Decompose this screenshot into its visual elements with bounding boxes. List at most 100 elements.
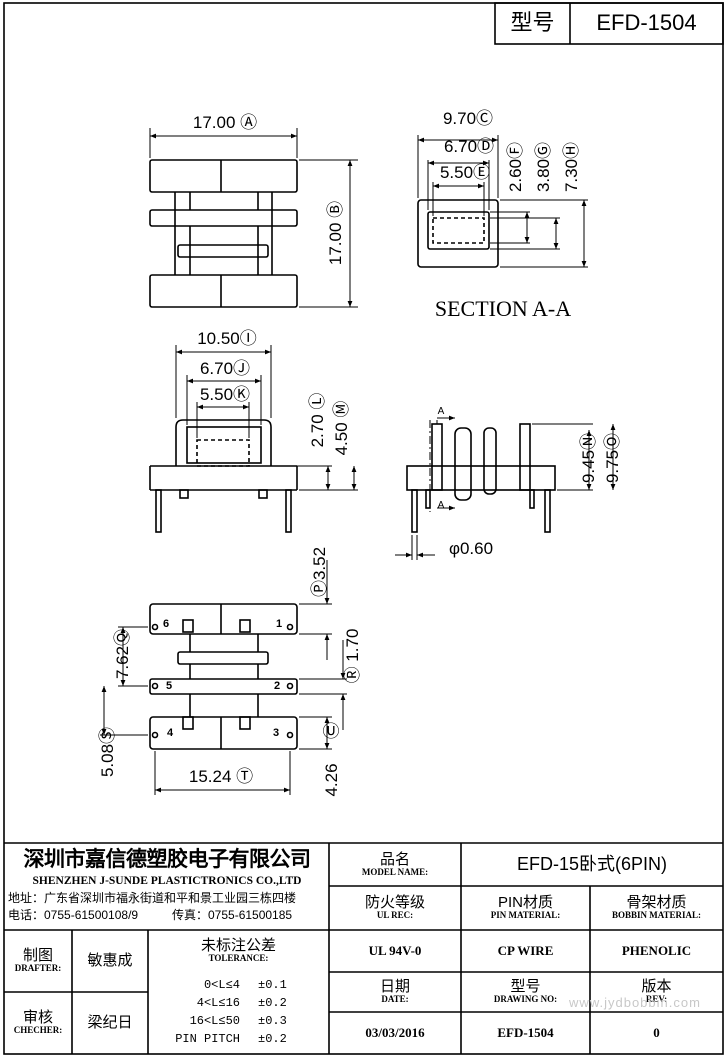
ul-cn: 防火等级 xyxy=(364,893,425,911)
model-name-en: MODEL NAME: xyxy=(361,867,429,878)
rev-en: REV: xyxy=(645,994,668,1005)
date-cn: 日期 xyxy=(379,977,410,995)
tolerance-range-3: 16<L≤50 xyxy=(189,1014,240,1028)
tolerance-value-4: ±0.2 xyxy=(258,1032,287,1046)
tolerance-label: 未标注公差 TOLERANCE: xyxy=(148,934,329,968)
drawing-no-label: 型号 DRAWING NO: xyxy=(461,974,590,1010)
dim-label-u-marker: Ⓤ xyxy=(322,721,340,741)
dim-label-b: 17.00 Ⓑ xyxy=(325,200,345,266)
company-fax: 传真：0755-61500185 xyxy=(172,908,293,923)
tolerance-value-3: ±0.3 xyxy=(258,1014,287,1028)
section-title: SECTION A-A xyxy=(434,295,572,321)
pin-label-6: 6 xyxy=(162,617,170,630)
tolerance-value-1: ±0.1 xyxy=(258,978,287,992)
date-value: 03/03/2016 xyxy=(365,1024,425,1040)
drawing-no-cn: 型号 xyxy=(510,977,541,995)
section-marker-bottom: A xyxy=(437,499,445,511)
pin-material-label: PIN材质 PIN MATERIAL: xyxy=(461,888,590,928)
bobbin-material-en: BOBBIN MATERIAL: xyxy=(611,910,702,921)
bottom-view-dims xyxy=(100,560,347,795)
checker-en: CHECHER: xyxy=(13,1025,63,1036)
dim-label-a: 17.00 Ⓐ xyxy=(192,112,258,132)
model-name-label: 品名 MODEL NAME: xyxy=(329,846,461,884)
section-view-dims xyxy=(417,135,588,268)
date-label: 日期 DATE: xyxy=(329,974,461,1010)
drafter-en: DRAFTER: xyxy=(14,963,62,974)
tolerance-cn: 未标注公差 xyxy=(200,936,276,954)
tolerance-range-2: 4<L≤16 xyxy=(196,996,240,1010)
pin-label-4: 4 xyxy=(166,726,174,739)
dim-label-r: Ⓡ 1.70 xyxy=(342,628,362,684)
drafter-value: 敏惠成 xyxy=(87,951,133,969)
section-marker-top: A xyxy=(437,405,445,417)
drafter-cn: 制图 xyxy=(22,946,53,964)
pin-label-2: 2 xyxy=(273,679,281,692)
checker-cn: 审核 xyxy=(22,1008,53,1026)
rev-value: 0 xyxy=(653,1024,660,1040)
section-view xyxy=(417,199,499,268)
side-view-dims xyxy=(149,128,358,308)
tolerance-value-2: ±0.2 xyxy=(258,996,287,1010)
header-box xyxy=(494,2,724,45)
dim-label-m: 4.50 Ⓜ xyxy=(331,400,351,456)
dim-label-u: 4.26 xyxy=(321,763,341,797)
tolerance-range-4: PIN PITCH xyxy=(175,1032,240,1046)
watermark: www.jydbobbin.com xyxy=(569,994,701,1010)
right-side-view-dims xyxy=(395,415,616,560)
bobbin-material-value: PHENOLIC xyxy=(621,942,692,958)
ul-label: 防火等级 UL REC: xyxy=(329,888,461,928)
side-view xyxy=(149,159,298,308)
pin-label-1: 1 xyxy=(275,617,283,630)
company-name-en: SHENZHEN J-SUNDE PLASTICTRONICS CO.,LTD xyxy=(32,874,302,887)
ul-en: UL REC: xyxy=(376,910,414,921)
rev-cn: 版本 xyxy=(641,977,672,995)
checker-label: 审核 CHECHER: xyxy=(4,998,72,1048)
company-address: 地址：广东省深圳市福永街道和平和景工业园三栋四楼 xyxy=(8,891,297,906)
header-model-label: 型号 xyxy=(510,10,555,36)
model-name-value: EFD-15卧式(6PIN) xyxy=(516,853,668,874)
front-view-dims xyxy=(175,345,358,491)
right-side-view xyxy=(406,423,556,533)
pin-label-3: 3 xyxy=(272,726,280,739)
company-name-cn: 深圳市嘉信德塑胶电子有限公司 xyxy=(23,848,312,872)
rev-label: 版本 REV: xyxy=(590,974,723,1010)
drawing-border xyxy=(3,2,724,1055)
drafter-label: 制图 DRAFTER: xyxy=(4,936,72,986)
drawing-no-en: DRAWING NO: xyxy=(493,994,558,1005)
dim-label-t: 15.24 Ⓣ xyxy=(188,766,254,786)
dim-label-l: 2.70 Ⓛ xyxy=(307,392,327,448)
bobbin-material-label: 骨架材质 BOBBIN MATERIAL: xyxy=(590,888,723,928)
pin-diameter-label: φ0.60 xyxy=(448,538,494,558)
model-name-cn: 品名 xyxy=(379,850,410,868)
tolerance-range-1: 0<L≤4 xyxy=(203,978,240,992)
ul-value: UL 94V-0 xyxy=(368,942,422,958)
tolerance-en: TOLERANCE: xyxy=(208,953,269,964)
bobbin-material-cn: 骨架材质 xyxy=(626,893,687,911)
front-view xyxy=(149,419,298,533)
drawing-no-value: EFD-1504 xyxy=(497,1024,554,1040)
bottom-view xyxy=(149,603,298,750)
checker-value: 梁纪日 xyxy=(87,1013,133,1031)
pin-material-en: PIN MATERIAL: xyxy=(490,910,561,921)
pin-label-5: 5 xyxy=(165,679,173,692)
pin-material-cn: PIN材质 xyxy=(497,893,553,911)
company-phone: 电话：0755-61500108/9 xyxy=(8,908,139,923)
date-en: DATE: xyxy=(381,994,409,1005)
pin-material-value: CP WIRE xyxy=(497,942,554,958)
header-model-value: EFD-1504 xyxy=(596,10,697,36)
